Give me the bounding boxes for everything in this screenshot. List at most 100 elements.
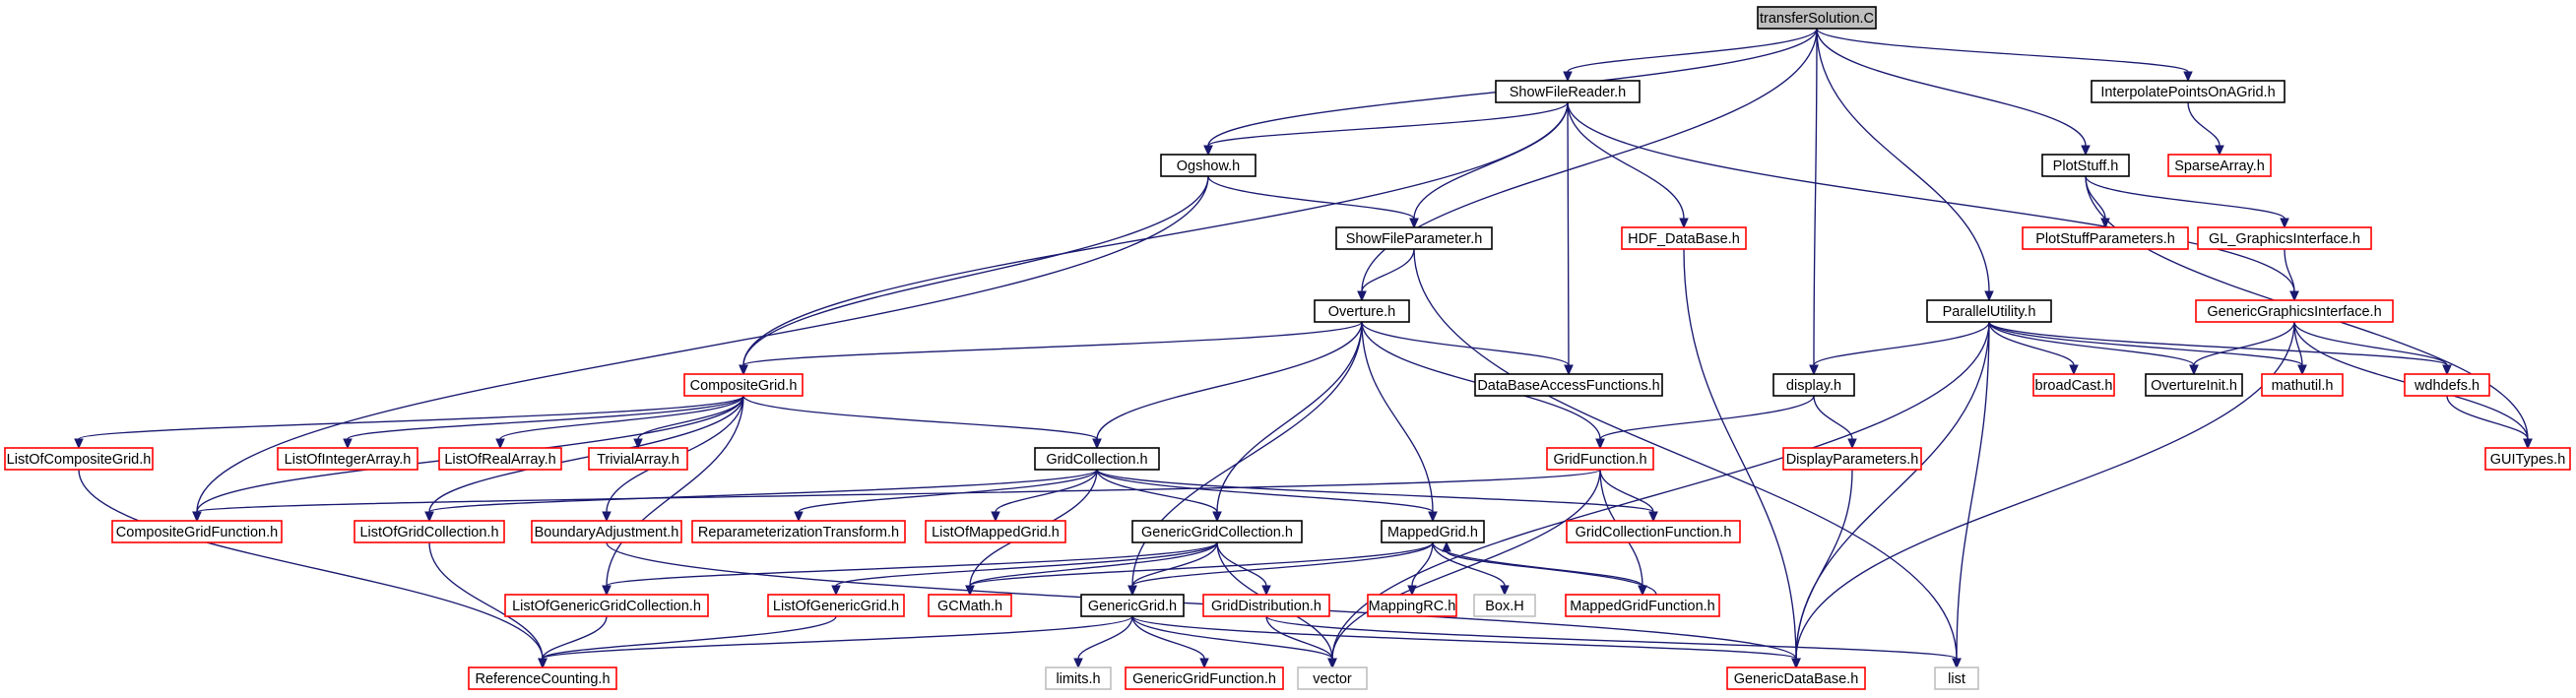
node-plot-stuff[interactable]: PlotStuff.h	[2041, 154, 2130, 177]
node-box	[2145, 373, 2243, 397]
node-label: DataBaseAccessFunctions.h	[1477, 378, 1659, 394]
node-box	[1772, 373, 1855, 397]
edge-plot-stuff-to-gl-graphics-interface	[2085, 175, 2289, 229]
node-box	[925, 520, 1066, 543]
node-box	[1495, 80, 1641, 103]
node-list-of-composite-grid[interactable]: ListOfCompositeGrid.h	[4, 447, 154, 471]
node-label: broadCast.h	[2035, 378, 2113, 394]
node-guitypes[interactable]: GUITypes.h	[2484, 447, 2571, 471]
node-boundary-adjustment[interactable]: BoundaryAdjustment.h	[531, 520, 682, 543]
node-limits[interactable]: limits.h	[1045, 666, 1112, 690]
node-data-base-access-functions[interactable]: DataBaseAccessFunctions.h	[1474, 373, 1663, 397]
node-wdhdefs[interactable]: wdhdefs.h	[2404, 373, 2490, 397]
node-label: OvertureInit.h	[2151, 378, 2237, 394]
node-label: ListOfIntegerArray.h	[285, 452, 412, 468]
node-box	[2091, 80, 2286, 103]
node-composite-grid[interactable]: CompositeGrid.h	[683, 373, 804, 397]
edge-display-to-display-parameters	[1813, 395, 1857, 450]
node-label: BoundaryAdjustment.h	[535, 525, 679, 540]
node-mapping-rc[interactable]: MappingRC.h	[1367, 594, 1457, 617]
node-composite-grid-function[interactable]: CompositeGridFunction.h	[111, 520, 283, 543]
node-trivial-array[interactable]: TrivialArray.h	[588, 447, 688, 471]
node-label: GridCollection.h	[1046, 452, 1147, 468]
edge-generic-graphics-interface-to-overture-init	[2189, 321, 2295, 376]
node-show-file-reader[interactable]: ShowFileReader.h	[1495, 80, 1641, 103]
node-list-of-real-array[interactable]: ListOfRealArray.h	[438, 447, 562, 471]
node-box	[1934, 666, 1979, 690]
node-generic-grid[interactable]: GenericGrid.h	[1080, 594, 1185, 617]
node-plot-stuff-parameters[interactable]: PlotStuffParameters.h	[2022, 226, 2189, 250]
node-vector[interactable]: vector	[1297, 666, 1368, 690]
node-list[interactable]: list	[1934, 666, 1979, 690]
node-hdf-data-base[interactable]: HDF_DataBase.h	[1621, 226, 1747, 250]
node-box-h[interactable]: Box.H	[1473, 594, 1536, 617]
node-label: GenericGraphicsInterface.h	[2207, 304, 2381, 320]
node-display-parameters[interactable]: DisplayParameters.h	[1782, 447, 1922, 471]
node-grid-function[interactable]: GridFunction.h	[1546, 447, 1654, 471]
node-mapped-grid-function[interactable]: MappedGridFunction.h	[1565, 594, 1720, 617]
node-parallel-utility[interactable]: ParallelUtility.h	[1926, 299, 2052, 323]
node-label: ListOfMappedGrid.h	[932, 525, 1060, 540]
node-box	[2484, 447, 2571, 471]
node-broad-cast[interactable]: broadCast.h	[2032, 373, 2115, 397]
node-generic-grid-collection[interactable]: GenericGridCollection.h	[1131, 520, 1303, 543]
node-list-of-generic-grid[interactable]: ListOfGenericGrid.h	[767, 594, 905, 617]
edge-transfer-solution-to-interpolate-points-on-agrid	[1816, 28, 2193, 83]
node-grid-distribution[interactable]: GridDistribution.h	[1202, 594, 1330, 617]
edge-grid-distribution-to-list	[1265, 615, 1962, 669]
node-list-of-mapped-grid[interactable]: ListOfMappedGrid.h	[925, 520, 1066, 543]
node-box	[928, 594, 1012, 617]
node-label: GridCollectionFunction.h	[1576, 525, 1732, 540]
node-label: GenericGrid.h	[1088, 599, 1177, 614]
node-box	[1473, 594, 1536, 617]
node-box	[2032, 373, 2115, 397]
node-label: GenericGridFunction.h	[1132, 671, 1276, 687]
node-box	[1297, 666, 1368, 690]
node-label: transferSolution.C	[1760, 11, 1874, 27]
node-transfer-solution[interactable]: transferSolution.C	[1757, 6, 1877, 30]
node-reparameterization-transform[interactable]: ReparameterizationTransform.h	[691, 520, 906, 543]
node-overture-init[interactable]: OvertureInit.h	[2145, 373, 2243, 397]
edge-gl-graphics-interface-to-generic-graphics-interface	[2284, 248, 2299, 302]
node-ogshow[interactable]: Ogshow.h	[1160, 154, 1256, 177]
node-interpolate-points-on-agrid[interactable]: InterpolatePointsOnAGrid.h	[2091, 80, 2286, 103]
node-box	[1474, 373, 1663, 397]
node-list-of-grid-collection[interactable]: ListOfGridCollection.h	[354, 520, 505, 543]
node-display[interactable]: display.h	[1772, 373, 1855, 397]
node-mapped-grid[interactable]: MappedGrid.h	[1381, 520, 1485, 543]
node-box	[1367, 594, 1457, 617]
node-sparse-array[interactable]: SparseArray.h	[2167, 154, 2272, 177]
node-label: ListOfCompositeGrid.h	[7, 452, 152, 468]
node-label: limits.h	[1056, 671, 1100, 687]
node-box	[438, 447, 562, 471]
node-list-of-integer-array[interactable]: ListOfIntegerArray.h	[277, 447, 419, 471]
node-label: GUITypes.h	[2490, 452, 2566, 468]
node-label: ReparameterizationTransform.h	[698, 525, 899, 540]
edge-ogshow-to-show-file-parameter	[1207, 175, 1419, 229]
edge-grid-collection-to-list-of-grid-collection	[424, 469, 1098, 523]
node-generic-grid-function[interactable]: GenericGridFunction.h	[1125, 666, 1284, 690]
node-generic-graphics-interface[interactable]: GenericGraphicsInterface.h	[2195, 299, 2394, 323]
node-grid-collection[interactable]: GridCollection.h	[1034, 447, 1160, 471]
node-mathutil[interactable]: mathutil.h	[2261, 373, 2344, 397]
node-label: ShowFileReader.h	[1510, 85, 1627, 100]
node-overture[interactable]: Overture.h	[1314, 299, 1410, 323]
node-gcmath[interactable]: GCMath.h	[928, 594, 1012, 617]
node-box	[1621, 226, 1747, 250]
node-reference-counting[interactable]: ReferenceCounting.h	[468, 666, 617, 690]
node-gl-graphics-interface[interactable]: GL_GraphicsInterface.h	[2197, 226, 2372, 250]
node-box	[1034, 447, 1160, 471]
node-box	[1726, 666, 1866, 690]
node-box	[1546, 447, 1654, 471]
node-label: GridFunction.h	[1553, 452, 1646, 468]
node-show-file-parameter[interactable]: ShowFileParameter.h	[1335, 226, 1493, 250]
edge-show-file-parameter-to-overture	[1357, 248, 1415, 302]
edge-transfer-solution-to-parallel-utility	[1816, 28, 1994, 302]
edge-transfer-solution-to-show-file-reader	[1563, 28, 1818, 83]
node-generic-data-base[interactable]: GenericDataBase.h	[1726, 666, 1866, 690]
edge-composite-grid-to-list-of-integer-array	[343, 395, 744, 450]
node-box	[683, 373, 804, 397]
node-grid-collection-function[interactable]: GridCollectionFunction.h	[1566, 520, 1741, 543]
node-list-of-generic-grid-collection[interactable]: ListOfGenericGridCollection.h	[504, 594, 709, 617]
node-box	[2404, 373, 2490, 397]
